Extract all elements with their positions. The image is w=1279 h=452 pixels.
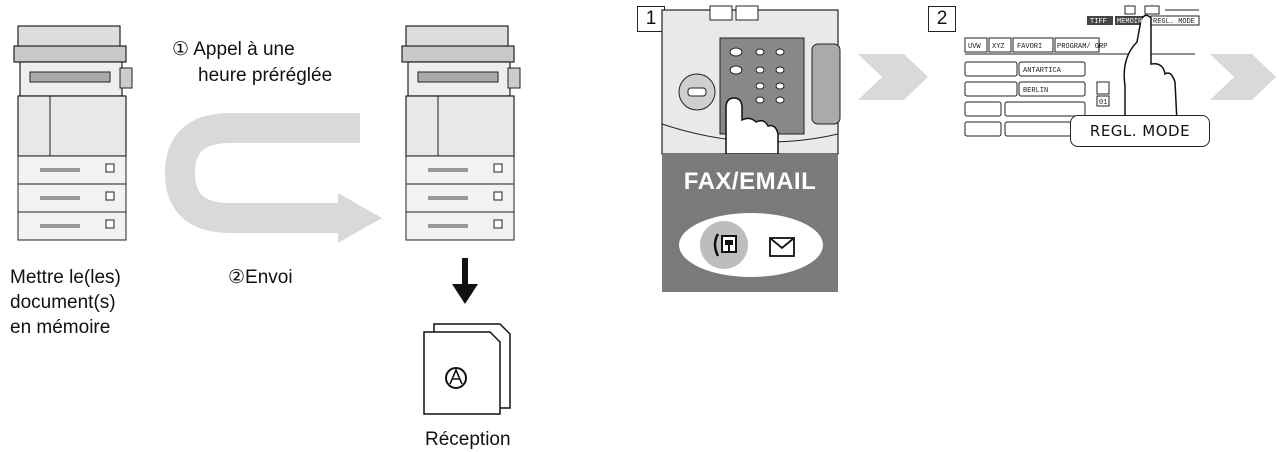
- mode-button-group: [679, 213, 823, 277]
- tab-uvw[interactable]: UVW: [968, 43, 981, 51]
- step-chevron-2: [1210, 54, 1276, 100]
- store-label-line1: Mettre le(les): [10, 267, 121, 288]
- entry-berlin[interactable]: BERLIN: [1023, 87, 1048, 95]
- store-label-line2: document(s): [10, 292, 116, 313]
- down-arrow-icon: [452, 258, 478, 304]
- tiff-button[interactable]: TIFF: [1090, 18, 1107, 26]
- entry-antartica[interactable]: ANTARTICA: [1023, 67, 1062, 75]
- fax-email-title: FAX/EMAIL: [683, 168, 817, 195]
- send-label: ②Envoi: [228, 267, 293, 288]
- fax-email-panel: FAX/EMAIL: [662, 154, 838, 292]
- memoire-button[interactable]: MEMOIRE: [1117, 18, 1146, 26]
- copier-receiver-icon: [401, 25, 521, 241]
- call-label-line2: heure préréglée: [198, 65, 333, 86]
- copier-sender-icon: [13, 25, 133, 241]
- page-number: 01: [1099, 99, 1107, 107]
- control-panel-image: [661, 5, 841, 155]
- tab-program-grp[interactable]: PROGRAM/ GRP: [1057, 43, 1107, 51]
- call-label-line1: ① Appel à une: [172, 39, 295, 60]
- envelope-icon[interactable]: [768, 236, 796, 258]
- receive-label: Réception: [425, 429, 511, 450]
- step-chevron-1: [858, 54, 928, 100]
- received-document-icon: [423, 323, 511, 415]
- fax-icon[interactable]: [710, 230, 740, 260]
- tab-xyz[interactable]: XYZ: [992, 43, 1005, 51]
- regl-mode-callout[interactable]: REGL. MODE: [1070, 115, 1210, 147]
- store-label-line3: en mémoire: [10, 317, 111, 338]
- tab-favori[interactable]: FAVORI: [1017, 43, 1042, 51]
- step-number-2: 2: [928, 6, 956, 32]
- touch-screen-labels: UVW XYZ FAVORI PROGRAM/ GRP TIFF MEMOIRE…: [968, 18, 1195, 107]
- transfer-arrow: [164, 113, 382, 243]
- step-number-1: 1: [637, 6, 665, 32]
- regl-mode-small-button[interactable]: REGL. MODE: [1153, 18, 1195, 26]
